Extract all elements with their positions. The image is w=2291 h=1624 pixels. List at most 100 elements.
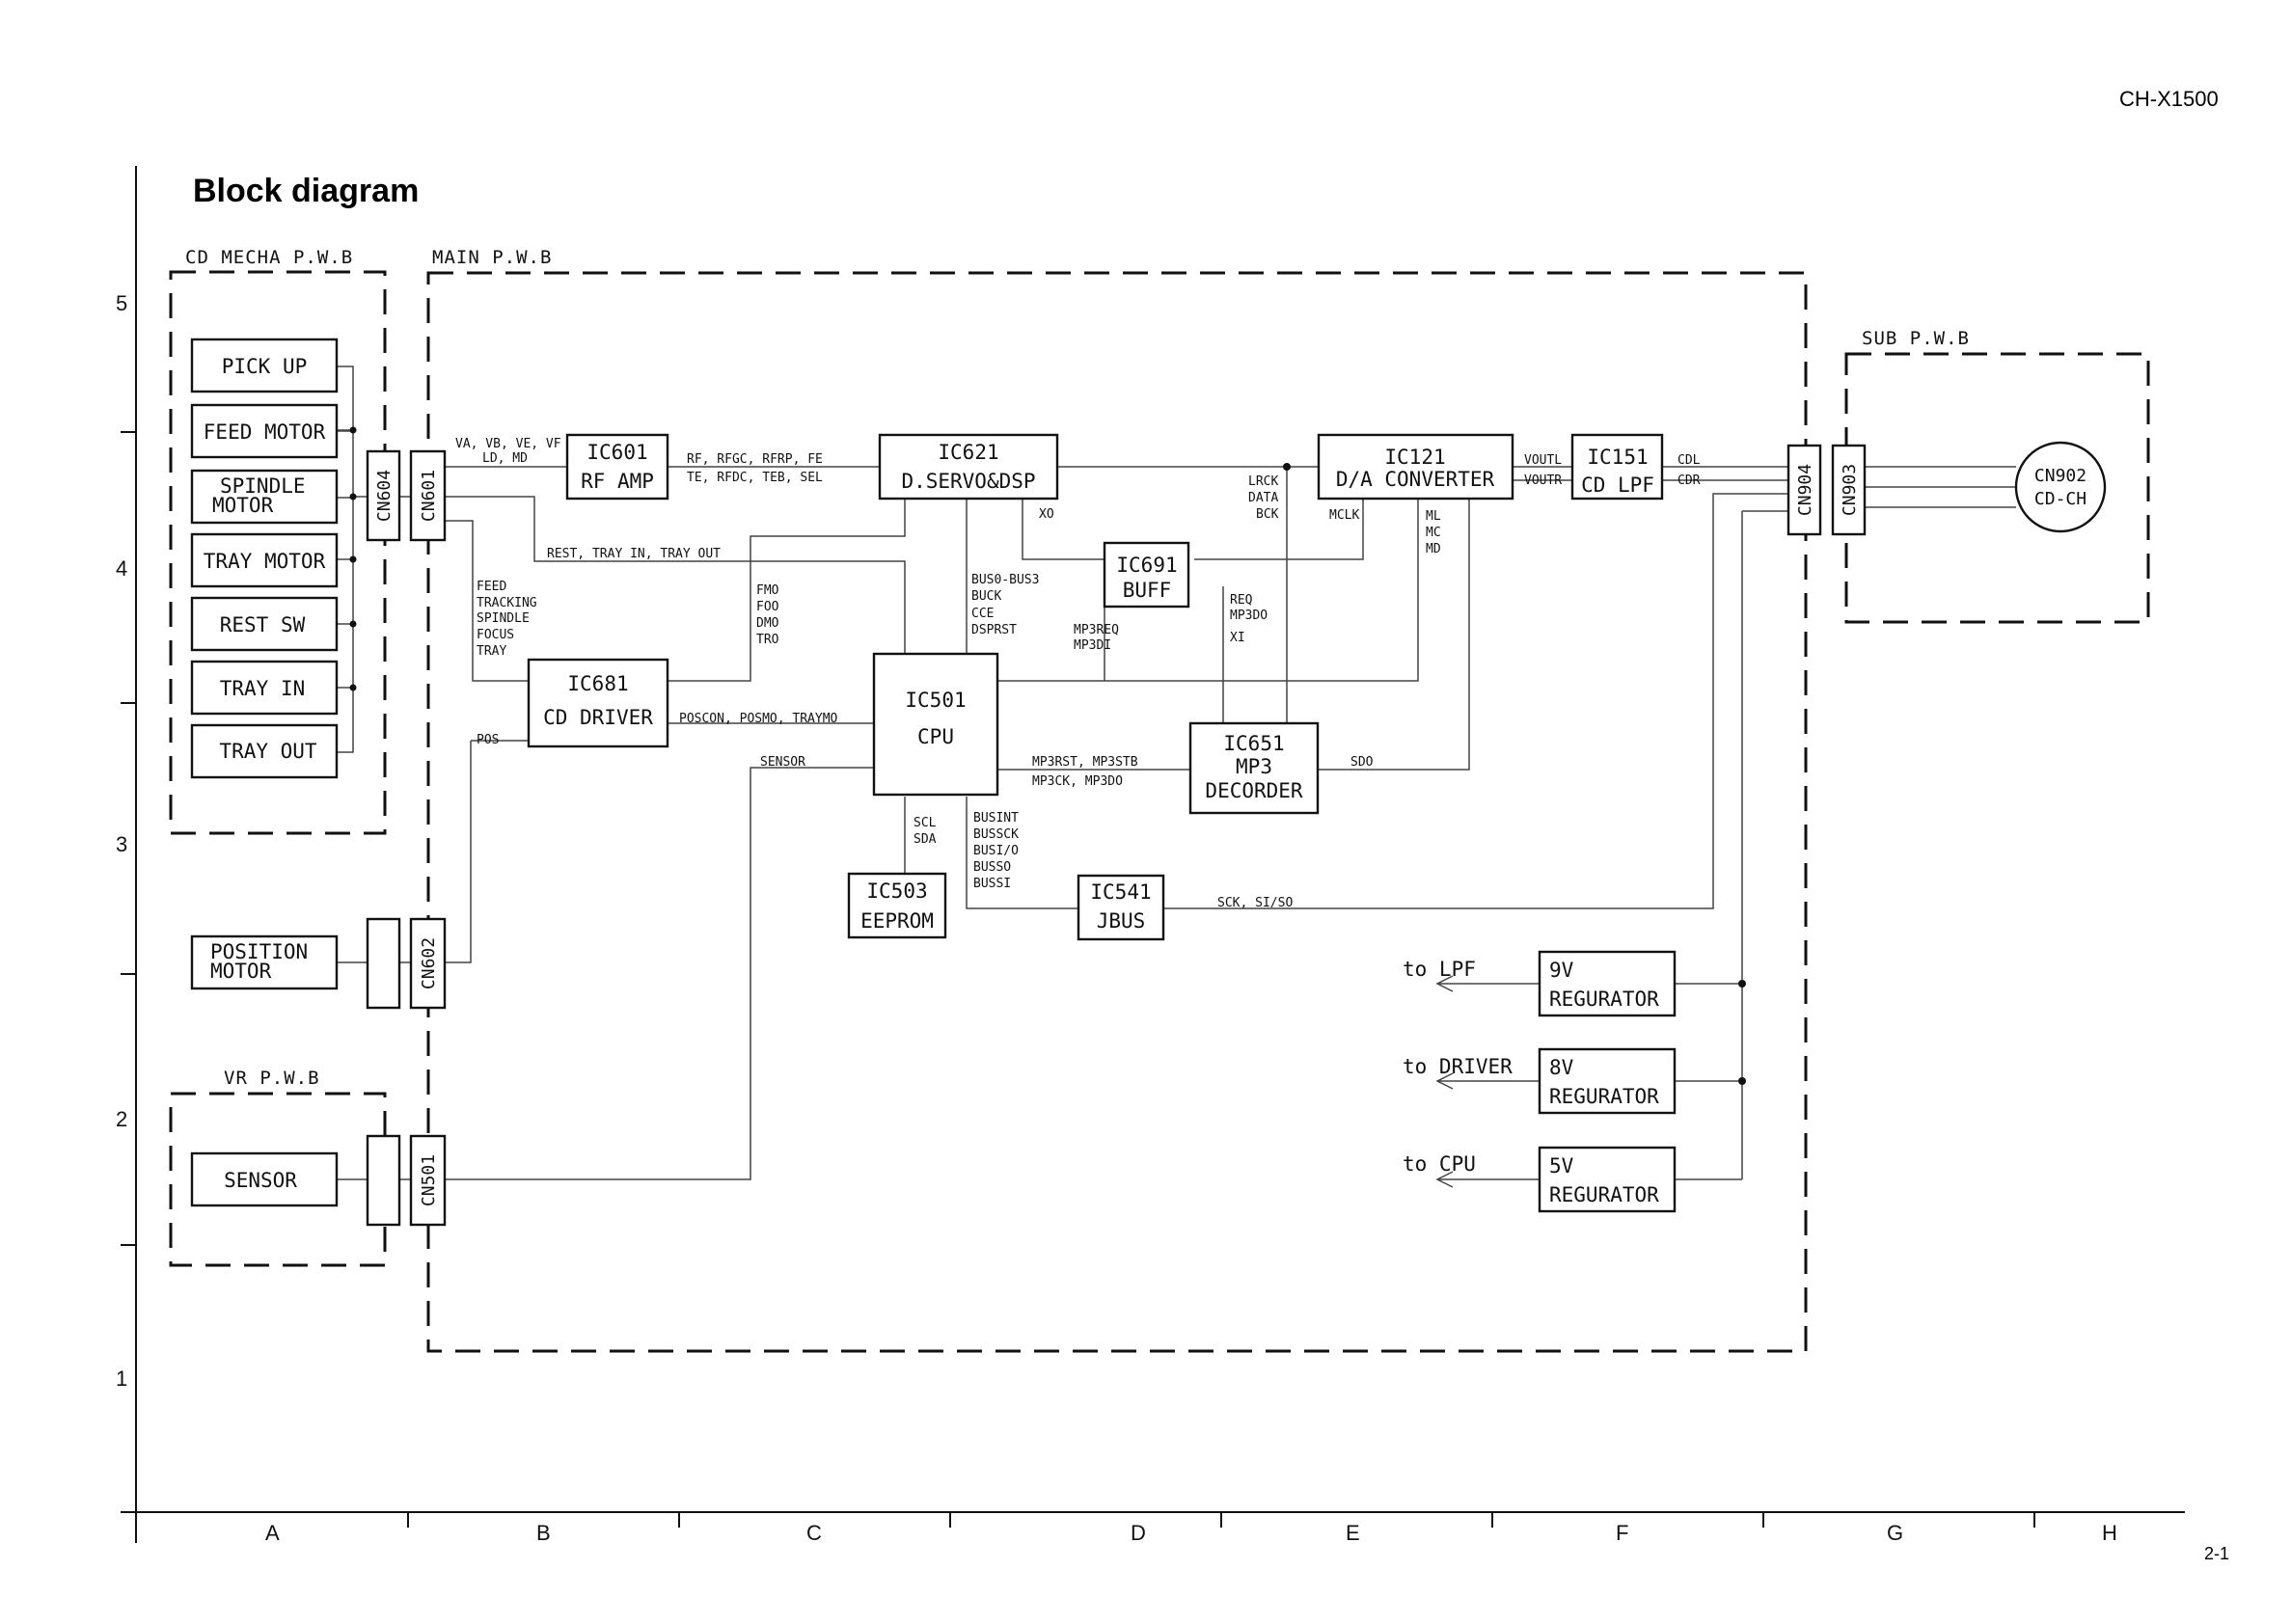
cn601-label: CN601	[419, 470, 439, 522]
board-outlines	[169, 270, 2150, 1353]
signal-label: CDR	[1677, 474, 1701, 488]
signal-label: TRO	[756, 633, 779, 647]
regulator-label: REGURATOR	[1549, 988, 1659, 1011]
frame-axes	[121, 166, 2185, 1543]
signal-label: POSCON, POSMO, TRAYMO	[679, 712, 838, 726]
signal-label: TE, RFDC, TEB, SEL	[687, 471, 823, 485]
position-motor-plug	[366, 917, 401, 1010]
ic681-name: IC681	[567, 672, 628, 695]
signal-labels: VA, VB, VE, VF LD, MD RF, RFGC, RFRP, FE…	[455, 437, 1701, 910]
signal-label: VOUTR	[1524, 474, 1562, 488]
signal-label: MP3DI	[1074, 638, 1111, 653]
signal-label: POS	[477, 733, 499, 747]
ic121-desc: D/A CONVERTER	[1336, 468, 1495, 491]
ic601-desc: RF AMP	[581, 470, 654, 493]
signal-label: CCE	[971, 607, 994, 621]
cn602-connector: CN602	[409, 917, 447, 1010]
cn904-label: CN904	[1795, 464, 1815, 516]
cn902-label: CD-CH	[2034, 489, 2086, 509]
main-board-outline	[426, 271, 1808, 1353]
column-label: B	[536, 1521, 551, 1545]
signal-label: FEED	[477, 580, 506, 594]
ic541-desc: JBUS	[1097, 909, 1146, 933]
tray-motor-label: TRAY MOTOR	[204, 550, 326, 573]
diagram-title: Block diagram	[193, 173, 419, 209]
signal-label: TRAY	[477, 644, 506, 659]
column-label: A	[265, 1521, 280, 1545]
regulator-label: REGURATOR	[1549, 1183, 1659, 1206]
ic691-block: IC691 BUFF	[1103, 541, 1190, 609]
signal-label: MC	[1426, 526, 1441, 540]
ic691-name: IC691	[1116, 554, 1177, 577]
signal-label: FMO	[756, 583, 779, 598]
signal-label: ML	[1426, 509, 1441, 524]
column-label: G	[1887, 1521, 1903, 1545]
signal-label: REST, TRAY IN, TRAY OUT	[547, 547, 721, 561]
signal-label: MD	[1426, 542, 1441, 556]
row-labels: 5 4 3 2 1	[116, 291, 127, 1391]
ic621-block: IC621 D.SERVO&DSP	[878, 433, 1059, 501]
regulator-voltage: 8V	[1549, 1056, 1574, 1079]
signal-label: BUSSI	[973, 877, 1011, 891]
cn902-connector: CN902 CD-CH	[2014, 441, 2107, 533]
cn501-label: CN501	[419, 1154, 439, 1206]
vr-board-label: VR P.W.B	[224, 1068, 320, 1089]
column-label: C	[806, 1521, 822, 1545]
cn602-label: CN602	[419, 937, 439, 989]
row-label: 2	[116, 1107, 127, 1131]
to-cpu-label: to CPU	[1403, 1152, 1476, 1176]
signal-label: SCK, SI/SO	[1217, 896, 1293, 910]
column-label: F	[1616, 1521, 1628, 1545]
ic681-desc: CD DRIVER	[543, 706, 653, 729]
rest-sw-block: REST SW	[190, 596, 339, 652]
cn604-connector: CN604	[366, 449, 401, 542]
spindle-motor-label: MOTOR	[212, 494, 274, 517]
cn903-connector: CN903	[1831, 444, 1867, 536]
tray-in-label: TRAY IN	[220, 677, 306, 700]
main-board-label: MAIN P.W.B	[432, 247, 552, 268]
position-motor-label: POSITION	[210, 940, 308, 963]
signal-label: VOUTL	[1524, 453, 1562, 468]
cd-mecha-board-label: CD MECHA P.W.B	[185, 247, 353, 268]
regulator-9v: 9V REGURATOR	[1538, 950, 1677, 1017]
ic503-name: IC503	[866, 880, 927, 903]
ic151-name: IC151	[1587, 446, 1648, 469]
ic501-desc: CPU	[917, 725, 954, 748]
signal-label: MP3CK, MP3DO	[1032, 774, 1123, 789]
cn601-connector: CN601	[409, 449, 447, 542]
signal-label: LD, MD	[482, 451, 528, 466]
regulator-voltage: 9V	[1549, 959, 1574, 982]
rest-sw-label: REST SW	[220, 613, 306, 636]
signal-label: BUSI/O	[973, 844, 1019, 858]
ic651-block: IC651 MP3 DECORDER	[1188, 721, 1320, 815]
signal-label: FOCUS	[477, 628, 514, 642]
ic121-block: IC121 D/A CONVERTER	[1317, 433, 1514, 501]
ic151-block: IC151 CD LPF	[1570, 433, 1664, 501]
column-label: D	[1131, 1521, 1146, 1545]
row-label: 5	[116, 291, 127, 315]
regulator-8v: 8V REGURATOR	[1538, 1047, 1677, 1115]
tray-out-block: TRAY OUT	[190, 723, 339, 779]
signal-label: LRCK	[1248, 474, 1278, 489]
ic651-name: IC651	[1223, 732, 1284, 755]
sub-board-label: SUB P.W.B	[1862, 328, 1970, 349]
row-label: 1	[116, 1367, 127, 1391]
signal-label: SCL	[914, 816, 937, 830]
signal-label: DSPRST	[971, 623, 1017, 637]
pickup-block: PICK UP	[190, 338, 339, 393]
sensor-label: SENSOR	[224, 1169, 297, 1192]
signal-label: VA, VB, VE, VF	[455, 437, 561, 451]
signal-label: MP3DO	[1230, 609, 1268, 623]
ic541-name: IC541	[1090, 880, 1151, 904]
cn904-connector: CN904	[1786, 444, 1822, 536]
tray-out-label: TRAY OUT	[219, 740, 317, 763]
ic621-desc: D.SERVO&DSP	[901, 470, 1035, 493]
signal-label: CDL	[1677, 453, 1701, 468]
ic503-block: IC503 EEPROM	[847, 872, 947, 939]
signal-label: XO	[1039, 507, 1054, 522]
spindle-motor-label: SPINDLE	[220, 474, 306, 498]
position-motor-block: POSITION MOTOR	[190, 934, 339, 990]
signal-label: DMO	[756, 616, 779, 631]
signal-label: RF, RFGC, RFRP, FE	[687, 452, 823, 467]
ic501-block: IC501 CPU	[872, 652, 999, 797]
